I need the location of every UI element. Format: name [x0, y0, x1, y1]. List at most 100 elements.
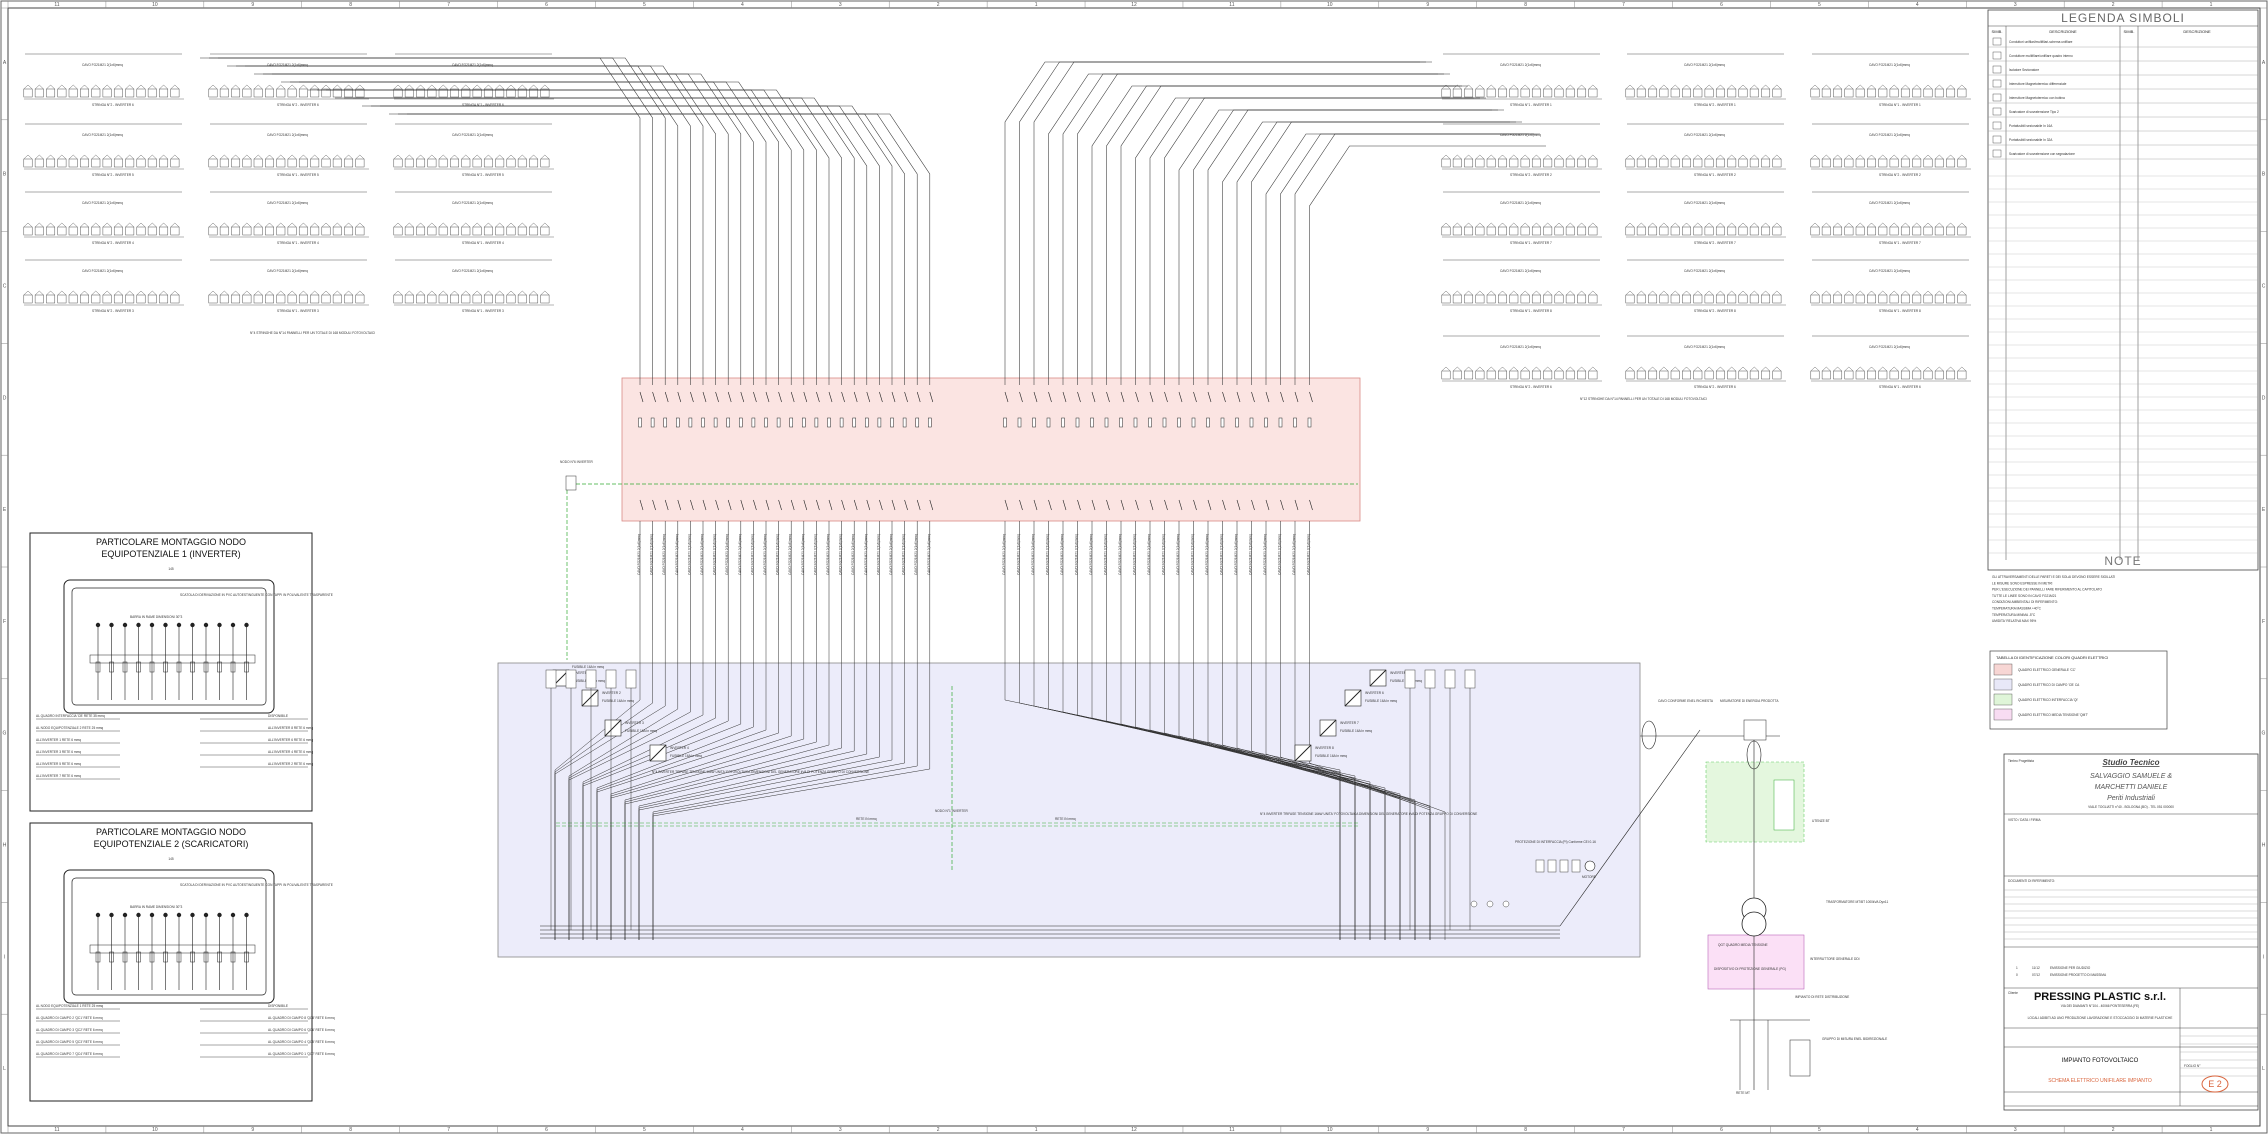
pv-module-cap: [1934, 366, 1944, 372]
terminal-screw: [176, 912, 182, 918]
pv-module-cap: [1727, 84, 1737, 90]
pv-module: [34, 294, 44, 304]
detail-left-item: ALL'INVERTER 5 RETE 6 mmq: [36, 762, 81, 766]
string-disconnector: [1091, 499, 1096, 511]
string-fuse-switch: [816, 391, 820, 403]
string-fuse-switch: [1222, 391, 1226, 403]
detail-left-item: ALL'INVERTER 7 RETE 6 mmq: [36, 774, 81, 778]
pv-module-cap: [57, 154, 67, 160]
pv-module-cap: [1554, 154, 1564, 160]
pv-module-cap: [1464, 154, 1473, 160]
pv-module: [1749, 158, 1759, 168]
pv-module-cap: [1577, 366, 1586, 372]
pv-module-cap: [46, 290, 55, 296]
pv-module: [517, 88, 527, 98]
string-disconnector: [1193, 499, 1197, 511]
pv-module-cap: [1923, 154, 1933, 160]
meter-symbol: [1470, 900, 1478, 908]
pv-module: [1543, 370, 1553, 380]
color-table-frame: [1989, 650, 2168, 730]
string-cable-label: CAVO FG21M21 2(1x6)mmq: [1869, 269, 1910, 273]
pv-module-cap: [1693, 222, 1703, 228]
pv-module: [438, 226, 448, 236]
ruler-bottom-label: 11: [1229, 1127, 1234, 1133]
pv-module-cap: [1867, 154, 1876, 160]
inverter-label: INVERTER 3: [625, 721, 644, 725]
pv-module-cap: [1532, 154, 1541, 160]
inverter-diagonal: [1319, 719, 1337, 737]
pv-module-cap: [1889, 154, 1899, 160]
string-disconnector: [790, 499, 795, 511]
pv-module: [1543, 158, 1553, 168]
ruler-side-label: D: [3, 395, 7, 401]
inverter-diagonal: [581, 689, 599, 707]
pv-module: [159, 226, 169, 236]
pv-module: [1957, 226, 1967, 236]
string-cable-vertical-label: CAVO FG21M21 2(1x6)mmq: [675, 534, 679, 575]
pv-module-cap: [1648, 154, 1657, 160]
pv-module-cap: [1464, 222, 1473, 228]
pv-module: [472, 294, 482, 304]
pv-module: [355, 294, 365, 304]
string-disconnector: [702, 499, 707, 511]
pv-module: [1577, 158, 1587, 168]
pv-module-cap: [1498, 290, 1507, 296]
string-cable-vertical-label: CAVO FG21M21 2(1x6)mmq: [725, 534, 729, 575]
string-fuse-switch: [677, 391, 682, 403]
string-fuse: [676, 417, 680, 428]
string-fuse: [814, 417, 819, 428]
pv-module-cap: [1946, 366, 1955, 372]
terminal-screw: [122, 912, 128, 918]
ruler-side-label: B: [3, 172, 7, 178]
pv-module-cap: [1452, 154, 1462, 160]
pv-module: [1648, 158, 1658, 168]
ruler-bottom-label: 6: [1720, 1127, 1723, 1133]
pv-module: [1509, 158, 1519, 168]
pv-module-cap: [170, 154, 180, 160]
pv-module-cap: [1821, 290, 1831, 296]
ruler-top-label: 12: [1131, 2, 1137, 8]
detail-left-item: AL QUADRO DI CAMPO 7 'QC4' RETE 6 mmq: [36, 1052, 103, 1056]
pv-module: [1543, 226, 1553, 236]
string-fuse: [827, 417, 831, 428]
dc-wire-inverter-left: [624, 640, 855, 940]
pv-module: [416, 158, 426, 168]
pv-module-cap: [1749, 222, 1759, 228]
string-fuse: [1133, 417, 1138, 428]
pv-module: [1923, 226, 1933, 236]
pv-module-cap: [231, 222, 240, 228]
pv-module: [208, 158, 218, 168]
string-label: STRINGA N°1 - INVERTER 8: [1510, 309, 1552, 313]
ruler-side-label: L: [3, 1066, 6, 1072]
ruler-side-label-right: D: [2262, 395, 2266, 401]
pv-module-cap: [1934, 290, 1944, 296]
pv-module-cap: [1498, 154, 1507, 160]
pv-module-cap: [136, 84, 146, 90]
inverter-panel-lavender: [497, 662, 1641, 958]
string-fuse: [1177, 417, 1181, 428]
pv-module-cap: [495, 84, 505, 90]
pv-module: [1810, 370, 1820, 380]
pv-module: [483, 88, 493, 98]
ruler-side-label: C: [3, 284, 7, 290]
pv-module-cap: [1833, 84, 1842, 90]
pv-module: [91, 158, 101, 168]
pv-module-cap: [91, 222, 101, 228]
pv-module: [1761, 226, 1771, 236]
pv-module-cap: [332, 290, 342, 296]
string-label: STRINGA N°1 - INVERTER 8: [1879, 309, 1921, 313]
string-fuse: [877, 417, 882, 428]
pv-module-cap: [114, 154, 123, 160]
pv-module: [517, 226, 527, 236]
pv-module: [1844, 294, 1854, 304]
pv-module: [1509, 88, 1519, 98]
pv-module: [125, 294, 135, 304]
pv-module-cap: [1543, 154, 1553, 160]
string-cable-vertical-label: CAVO FG21M21 2(1x6)mmq: [839, 534, 843, 575]
pv-module: [438, 88, 448, 98]
string-disconnector: [1164, 499, 1168, 511]
pv-module-cap: [540, 222, 550, 228]
ruler-top-label: 1: [2210, 2, 2213, 8]
pv-module: [416, 88, 426, 98]
